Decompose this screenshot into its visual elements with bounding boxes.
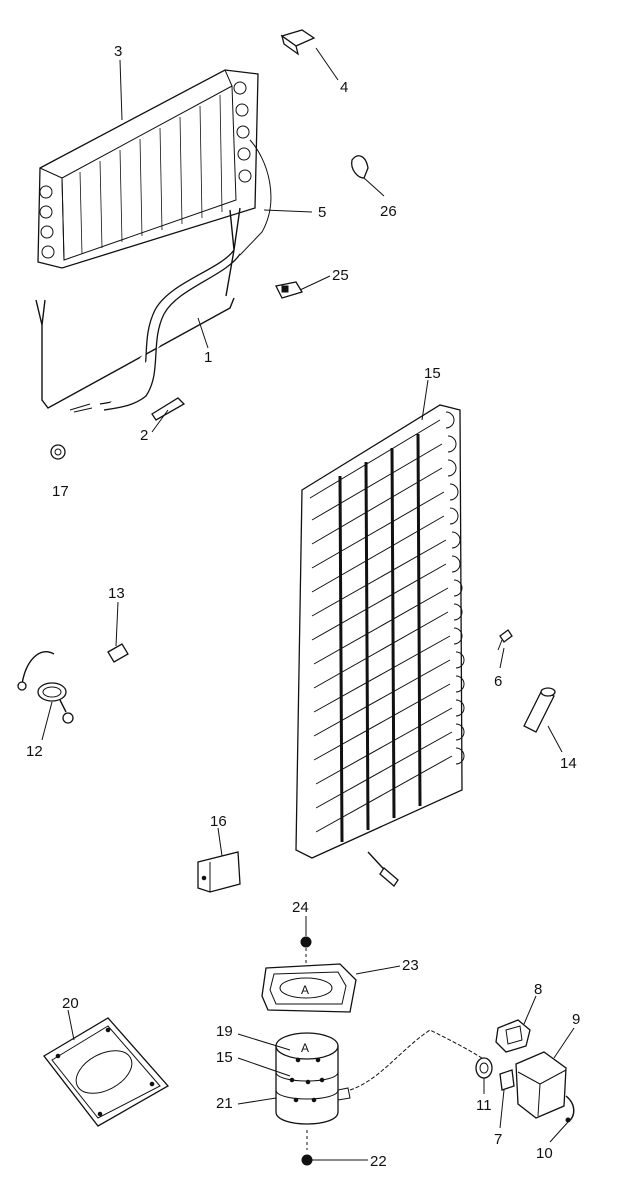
drain-pan-part-23 (261, 963, 357, 1013)
evaporator-part-3 (37, 69, 259, 269)
callout-15-condenser: 15 (424, 365, 441, 382)
filter-drier-part-14 (523, 687, 556, 733)
relay-box-part-9 (515, 1051, 567, 1119)
grommet-part-24 (300, 936, 312, 968)
callout-24: 24 (292, 899, 309, 916)
callout-10: 10 (536, 1145, 553, 1162)
wire-part-10 (565, 1095, 575, 1123)
callout-11: 11 (476, 1097, 492, 1114)
callout-8: 8 (534, 981, 542, 998)
base-plate-part-20 (43, 1017, 170, 1127)
callout-5: 5 (318, 204, 326, 221)
condenser-part-15 (295, 404, 465, 887)
overload-part-8 (495, 1019, 531, 1053)
callout-26: 26 (380, 203, 397, 220)
callout-3: 3 (114, 43, 122, 60)
clip-part-4 (280, 29, 316, 56)
pan-letter-a: A (301, 983, 309, 997)
callout-22: 22 (370, 1153, 387, 1170)
callout-19: 19 (216, 1023, 233, 1040)
callout-13: 13 (108, 585, 125, 602)
callout-17: 17 (52, 483, 69, 500)
heater-part-1 (35, 139, 272, 413)
callout-16: 16 (210, 813, 227, 830)
leader-lines (41, 47, 575, 1161)
sensor-part-26 (351, 155, 369, 179)
callout-12: 12 (26, 743, 43, 760)
screw-part-6 (497, 629, 513, 651)
callout-labels: 3 4 5 26 25 1 2 17 15 13 12 6 14 16 24 2… (26, 43, 580, 1170)
relay-part-13 (107, 643, 129, 663)
callout-21: 21 (216, 1095, 233, 1112)
relay-part-11 (475, 1057, 493, 1079)
callout-20: 20 (62, 995, 79, 1012)
compressor-assembly (275, 1029, 489, 1150)
callout-2: 2 (140, 427, 148, 444)
callout-7: 7 (494, 1131, 502, 1148)
callout-4: 4 (340, 79, 348, 96)
bracket-part-16 (197, 851, 241, 893)
cord-part-12 (17, 651, 74, 724)
bracket-part-25 (275, 281, 303, 299)
callout-14: 14 (560, 755, 577, 772)
callout-9: 9 (572, 1011, 580, 1028)
tube-part-2 (151, 397, 186, 421)
callout-6: 6 (494, 673, 502, 690)
grommet-part-17 (50, 444, 66, 460)
callout-25: 25 (332, 267, 349, 284)
callout-23: 23 (402, 957, 419, 974)
compressor-letter-a: A (301, 1041, 309, 1055)
callout-15-compressor: 15 (216, 1049, 233, 1066)
grommet-part-22 (301, 1154, 313, 1166)
callout-1: 1 (204, 349, 212, 366)
clip-part-7 (499, 1069, 515, 1091)
